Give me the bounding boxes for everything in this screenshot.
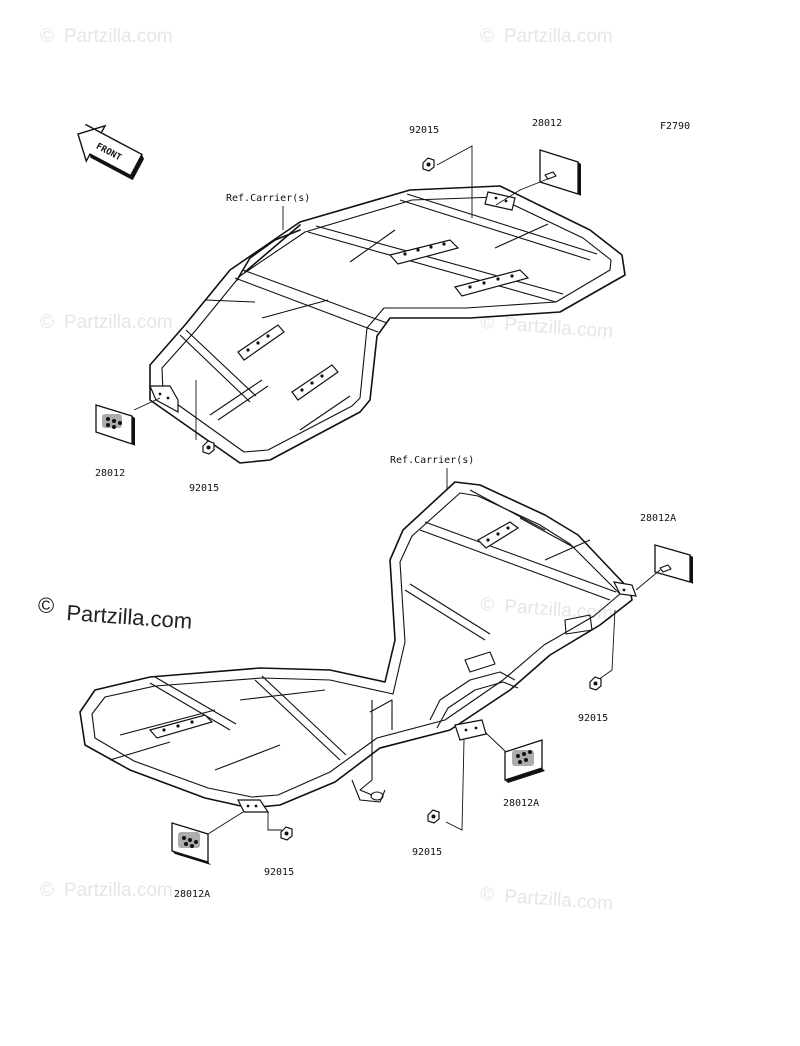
reflector-icon: [654, 544, 693, 584]
callout-28012-top-lower: 28012: [95, 468, 125, 479]
watermark-text: Partzilla.com: [504, 886, 614, 915]
watermark-copyright-dark: ©: [38, 593, 54, 618]
callout-92015-top-lower: 92015: [189, 483, 219, 494]
bottom-carrier: [79, 481, 637, 813]
watermark-copyright: ©: [480, 312, 495, 334]
watermark-text: Partzilla.com: [64, 26, 173, 47]
callout-92015-bottom-left: 92015: [264, 867, 294, 878]
callout-28012a-bottom-right-upper: 28012A: [640, 513, 676, 524]
reflector-icon: [539, 149, 581, 196]
reflector-icon: [171, 822, 211, 865]
reflector-icon: [504, 739, 545, 783]
watermark-copyright: ©: [480, 26, 494, 47]
callout-92015-bottom-center: 92015: [412, 847, 442, 858]
nut-icon: [280, 826, 293, 841]
top-carrier-plates: [149, 191, 530, 414]
bottom-callouts: Ref.Carrier(s) 28012A 92015 28012A: [171, 455, 693, 900]
watermark-copyright: ©: [40, 26, 54, 47]
watermark-text: Partzilla.com: [64, 312, 173, 333]
callout-92015-top-upper: 92015: [409, 125, 439, 136]
nut-icon: [427, 809, 440, 824]
callout-ref-carrier-bottom: Ref.Carrier(s): [390, 455, 474, 466]
bottom-carrier-plates: [148, 521, 637, 813]
figure-code: F2790: [660, 121, 690, 132]
watermark-text-dark: Partzilla.com: [66, 600, 193, 634]
reflector-icon: [95, 404, 135, 446]
watermark-copyright: ©: [40, 312, 54, 333]
nut-icon: [202, 440, 215, 455]
callout-ref-carrier-top: Ref.Carrier(s): [226, 193, 310, 204]
watermark-copyright: ©: [480, 884, 495, 906]
nut-icon: [589, 676, 602, 691]
watermark-text: Partzilla.com: [504, 596, 614, 625]
watermark-copyright: ©: [480, 594, 495, 616]
callout-28012a-bottom-left: 28012A: [174, 889, 210, 900]
top-carrier: [149, 185, 626, 464]
watermark-text: Partzilla.com: [504, 26, 613, 47]
front-arrow: FRONT: [77, 123, 145, 181]
watermark-copyright: ©: [40, 880, 54, 901]
top-callouts: 92015 28012 Ref.Carrier(s) 28012: [95, 118, 581, 494]
watermark-text: Partzilla.com: [64, 880, 173, 901]
watermark-text: Partzilla.com: [504, 314, 614, 343]
callout-28012a-bottom-right-lower: 28012A: [503, 798, 539, 809]
callout-92015-bottom-right: 92015: [578, 713, 608, 724]
callout-28012-top-upper: 28012: [532, 118, 562, 129]
nut-icon: [422, 157, 435, 172]
